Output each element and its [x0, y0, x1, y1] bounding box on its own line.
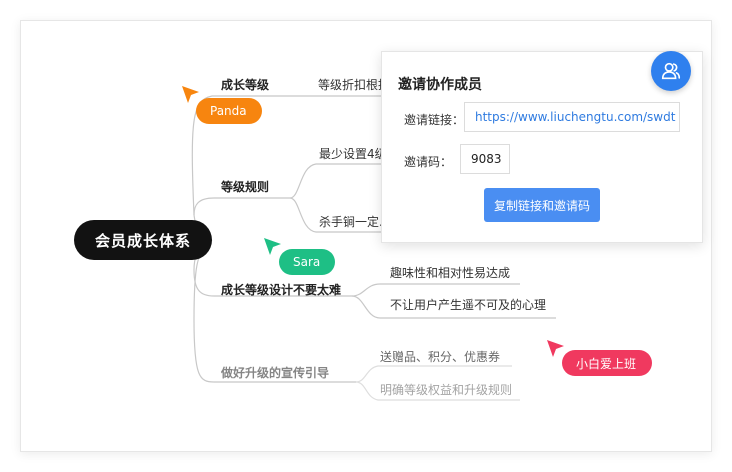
branch-level-rules[interactable]: 等级规则 [221, 180, 270, 194]
invite-code-field[interactable]: 9083 [460, 144, 510, 174]
leaf-level-discount[interactable]: 等级折扣根据 [318, 78, 391, 92]
invite-members-button[interactable] [651, 51, 691, 91]
invite-panel: 邀请协作成员 邀请链接： https://www.liuchengtu.com/… [381, 51, 703, 243]
cursor-arrow-icon [547, 340, 564, 357]
root-node[interactable]: 会员成长体系 [74, 220, 212, 260]
collaborator-tag-panda: Panda [196, 98, 262, 124]
invite-link-field[interactable]: https://www.liuchengtu.com/swdt [464, 102, 680, 132]
copy-link-and-code-button[interactable]: 复制链接和邀请码 [484, 188, 600, 222]
branch-design-not-hard[interactable]: 成长等级设计不要太难 [221, 283, 342, 297]
leaf-fun-achievable[interactable]: 趣味性和相对性易达成 [390, 266, 511, 280]
leaf-gifts-points[interactable]: 送赠品、积分、优惠券 [380, 350, 501, 364]
invite-code-label: 邀请码： [404, 155, 453, 169]
collaborator-tag-xiaobai: 小白爱上班 [562, 350, 652, 376]
branch-promotion-guide[interactable]: 做好升级的宣传引导 [221, 366, 330, 380]
branch-growth-level[interactable]: 成长等级 [221, 78, 270, 92]
invite-title: 邀请协作成员 [398, 77, 482, 93]
leaf-not-out-of-reach[interactable]: 不让用户产生遥不可及的心理 [390, 298, 547, 312]
users-icon [661, 62, 681, 80]
invite-link-label: 邀请链接： [404, 113, 465, 127]
collaborator-tag-sara: Sara [279, 249, 335, 275]
leaf-min-levels[interactable]: 最少设置4级 [319, 147, 387, 161]
leaf-killer-feature[interactable]: 杀手锏一定... [319, 215, 391, 229]
leaf-rights-rules[interactable]: 明确等级权益和升级规则 [380, 383, 513, 397]
cursor-arrow-icon [264, 238, 281, 255]
cursor-arrow-icon [182, 86, 199, 103]
